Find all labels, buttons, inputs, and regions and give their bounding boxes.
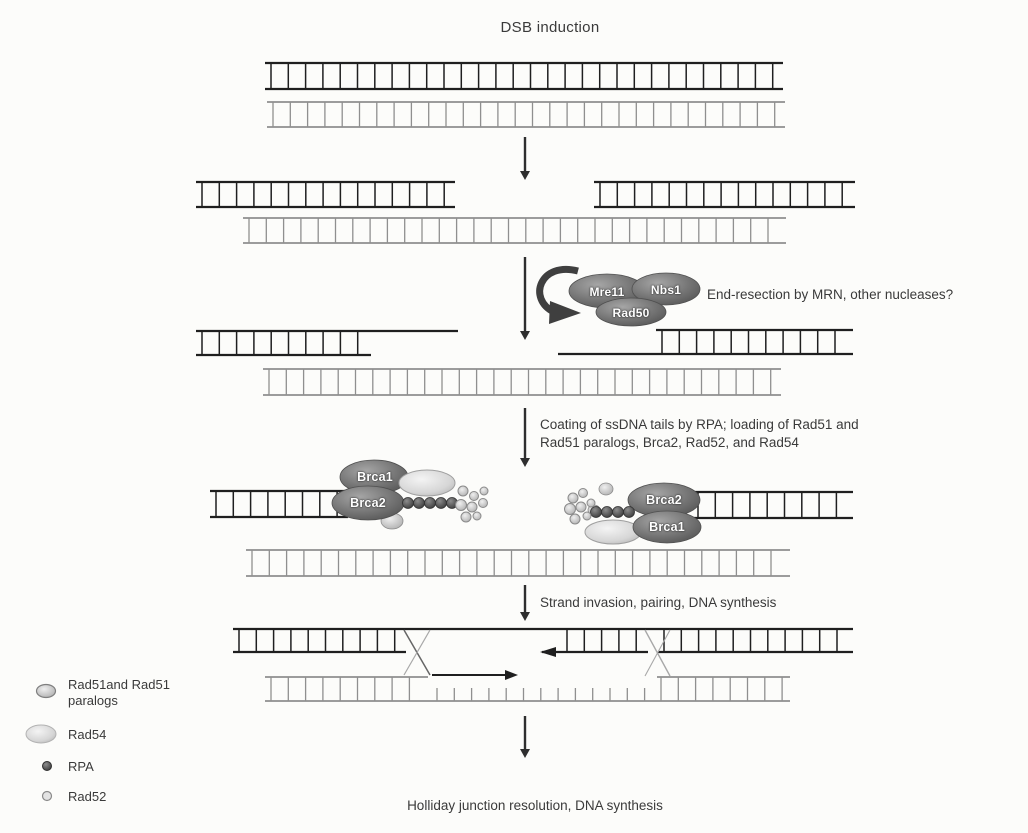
- legend-rad51-label-line2: paralogs: [68, 693, 118, 708]
- caption-strand-invasion: Strand invasion, pairing, DNA synthesis: [540, 595, 777, 610]
- caption-coating-line2: Rad51 paralogs, Brca2, Rad52, and Rad54: [540, 435, 799, 450]
- stage5-junctions: [403, 629, 671, 677]
- arrow-dsb-induction: [520, 137, 530, 180]
- stage3-dark-left-resected: [196, 329, 458, 357]
- legend-rad52-icon: [41, 790, 53, 802]
- stage2-dark-duplex-right: [594, 180, 855, 209]
- stage5-gray-duplex: [265, 676, 790, 702]
- rad50-label: Rad50: [612, 306, 650, 320]
- nbs1-label: Nbs1: [650, 283, 682, 297]
- mrn-complex: [568, 272, 701, 327]
- stage3-dark-right-resected: [558, 328, 853, 356]
- mrn-recycle-arrow: [536, 265, 581, 324]
- arrow-end-resection: [520, 257, 530, 340]
- arrow-holliday-resolution: [520, 716, 530, 758]
- legend-rad51-label-line1: Rad51and Rad51: [68, 677, 170, 692]
- caption-holliday-resolution: Holliday junction resolution, DNA synthe…: [407, 798, 663, 813]
- legend-rpa-label: RPA: [68, 759, 94, 774]
- stage1-gray-duplex: [267, 101, 785, 128]
- diagram-title: DSB induction: [500, 19, 600, 36]
- legend-rad54-icon: [25, 724, 57, 744]
- brca1-right-label: Brca1: [649, 520, 685, 534]
- stage4-right-complex: [564, 482, 702, 545]
- stage3-gray-duplex: [263, 368, 781, 396]
- stage4-gray-duplex: [246, 549, 790, 577]
- legend-rpa-icon: [42, 761, 52, 771]
- stage4-dark-ladder-left: [210, 489, 348, 519]
- legend-rad54-label: Rad54: [68, 727, 107, 742]
- mre11-label: Mre11: [589, 285, 625, 299]
- brca2-right-label: Brca2: [646, 493, 682, 507]
- brca1-left-label: Brca1: [357, 470, 393, 484]
- stage5-dark-strands: [233, 627, 853, 680]
- legend-rad52-label: Rad52: [68, 789, 107, 804]
- stage1-dark-duplex: [265, 61, 783, 91]
- caption-end-resection: End-resection by MRN, other nucleases?: [707, 287, 954, 302]
- stage2-dark-duplex-left: [196, 180, 455, 209]
- stage4-left-complex: [331, 459, 489, 530]
- brca2-left-label: Brca2: [350, 496, 386, 510]
- stage4-dark-ladder-right: [692, 490, 853, 520]
- caption-coating-line1: Coating of ssDNA tails by RPA; loading o…: [540, 417, 859, 432]
- stage2-gray-duplex: [243, 217, 786, 244]
- arrow-strand-invasion: [520, 585, 530, 621]
- arrow-coating: [520, 408, 530, 467]
- legend-rad51-icon: [35, 683, 57, 699]
